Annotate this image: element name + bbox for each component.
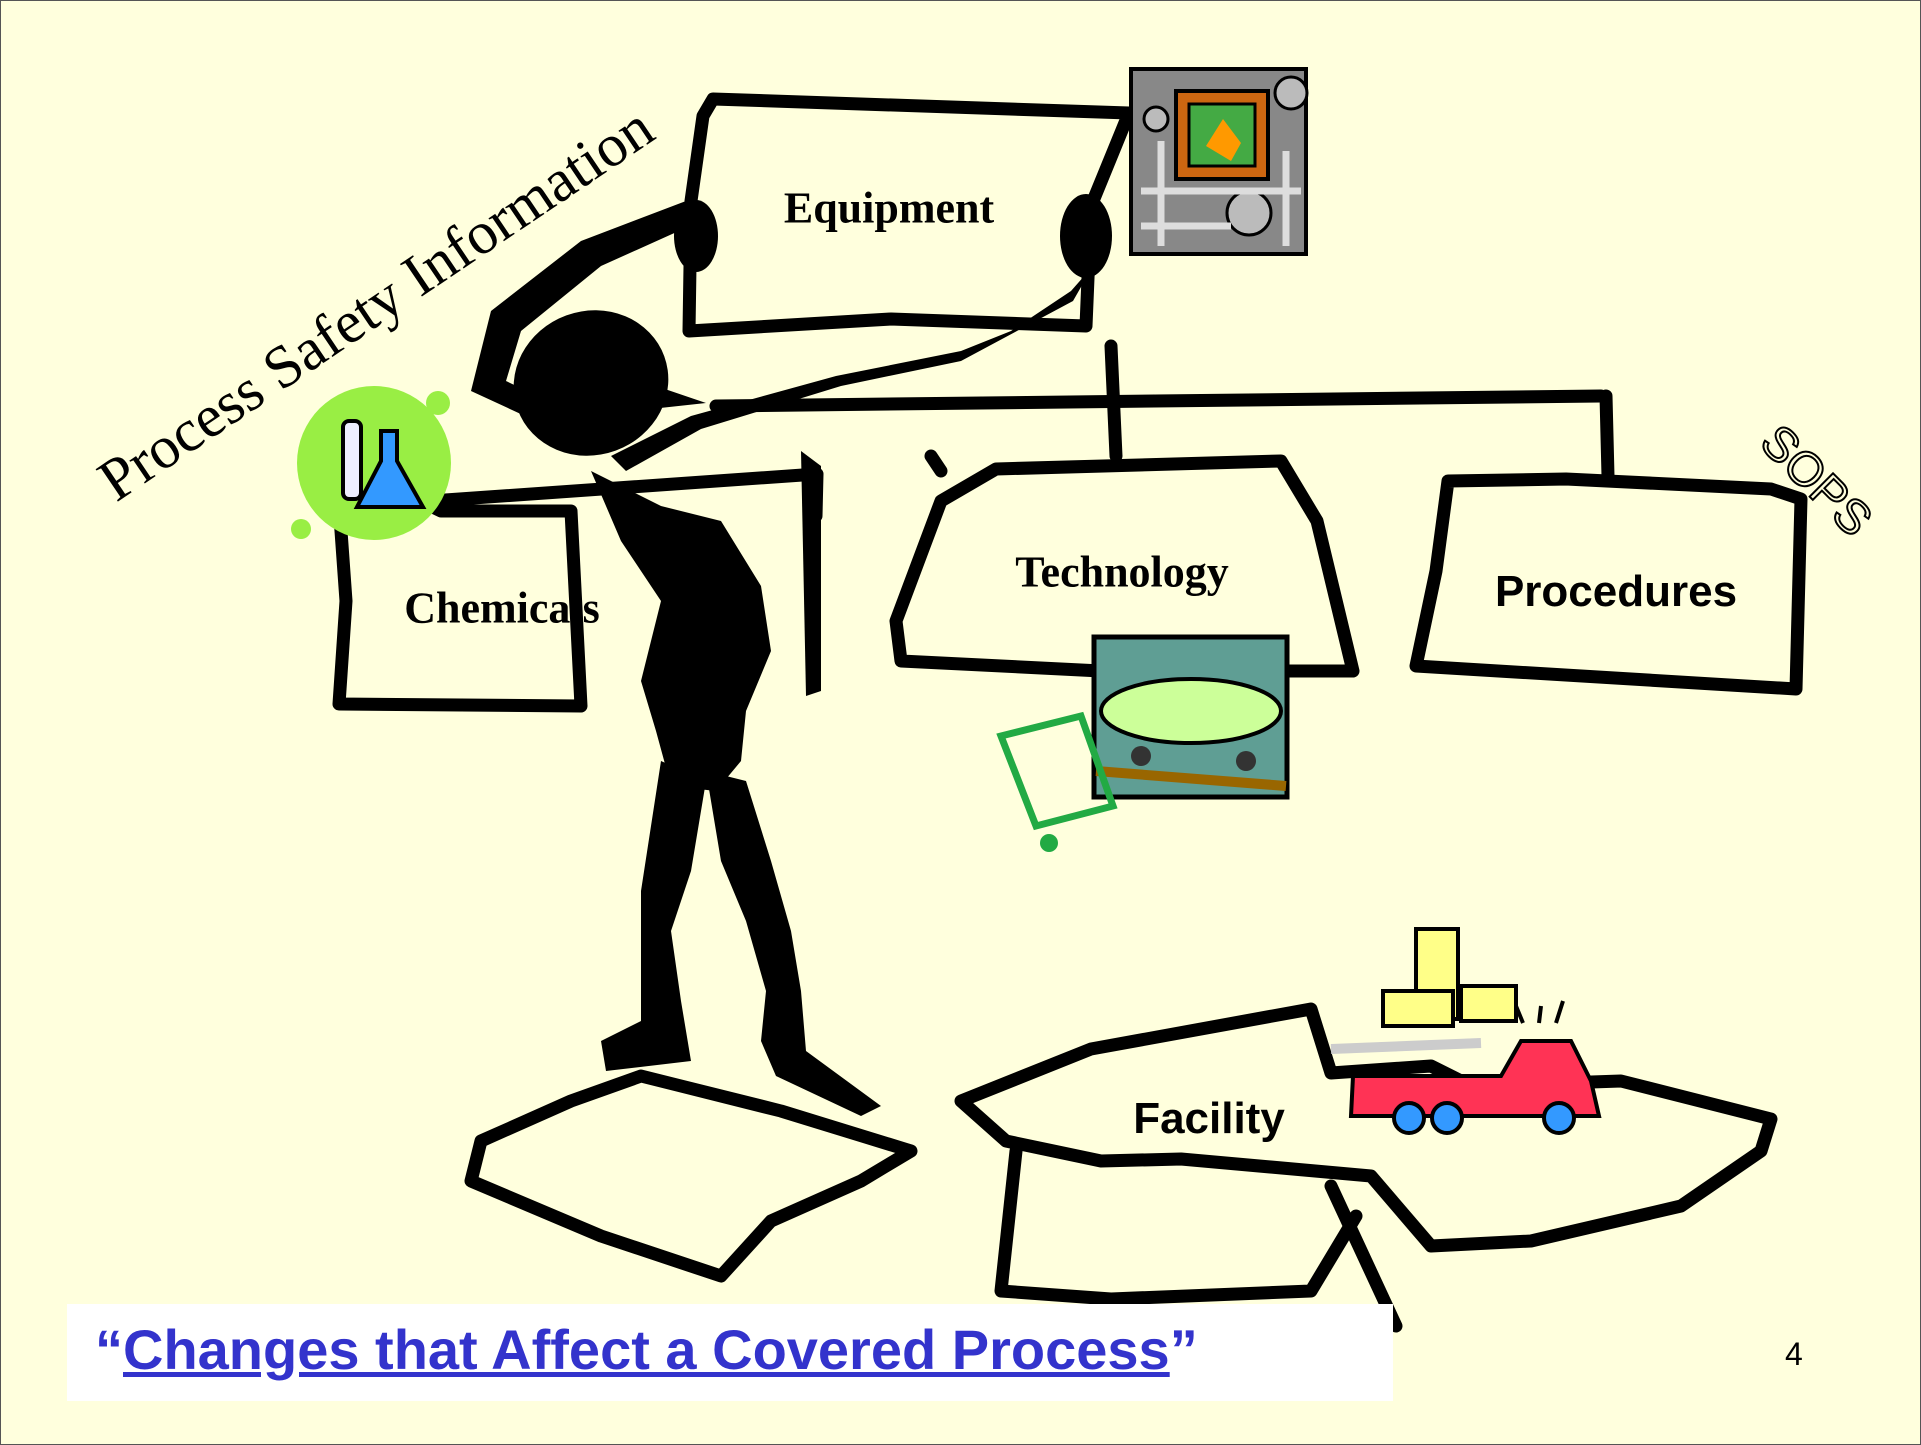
figure-pointer <box>801 451 821 696</box>
procedures-label: Procedures <box>1494 567 1738 616</box>
close-quote: ” <box>1169 1318 1198 1381</box>
procedures-box <box>1409 472 1808 696</box>
floor-flap <box>464 1069 918 1283</box>
figure-nose <box>651 386 706 409</box>
connector-equipment <box>1104 339 1123 463</box>
connector-top <box>709 389 1608 413</box>
figure-arm <box>611 266 1093 471</box>
facility-lower-flap-right <box>1324 1179 1403 1333</box>
connector-procedures <box>1599 389 1615 483</box>
connector-technology-left <box>924 449 948 478</box>
page-number: 4 <box>1785 1336 1803 1372</box>
open-quote: “ <box>95 1318 123 1381</box>
figure-leg-right <box>706 771 881 1116</box>
facility-label: Facility <box>1133 1094 1285 1143</box>
lab-flask-icon <box>291 386 451 540</box>
footer-background <box>67 1304 1393 1401</box>
stick-figure <box>471 194 1112 1116</box>
facility-box <box>954 1002 1778 1253</box>
footer-caption: “Changes that Affect a Covered Process” <box>95 1317 1198 1382</box>
fire-truck-factory-icon <box>1330 927 1602 1135</box>
technology-label: Technology <box>1015 547 1229 597</box>
equipment-label: Equipment <box>783 183 995 233</box>
pipes-machinery-icon <box>1129 67 1309 256</box>
figure-torso <box>591 471 771 791</box>
equipment-box <box>682 92 1136 338</box>
chemicals-label: Chemicals <box>404 583 600 633</box>
covered-process-link[interactable]: Changes that Affect a Covered Process <box>123 1318 1170 1381</box>
figure-leg-left <box>601 761 706 1071</box>
facility-lower-flap <box>994 1144 1363 1306</box>
tank-railcar-icon <box>996 634 1290 852</box>
